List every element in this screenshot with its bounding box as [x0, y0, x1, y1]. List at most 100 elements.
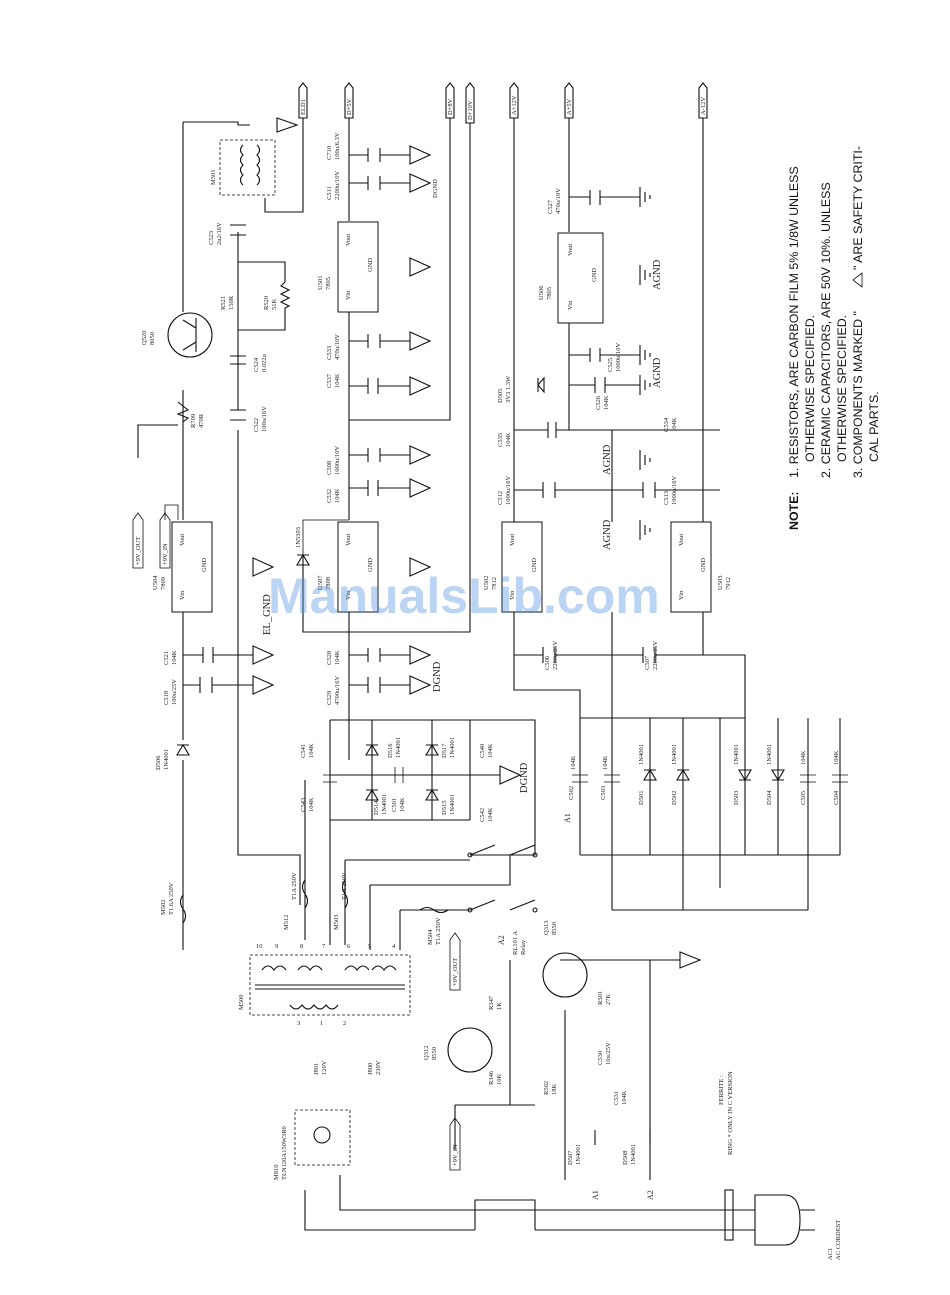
d506-ref: D506 — [155, 755, 162, 770]
pin-1: 1 — [320, 1020, 323, 1027]
port-d8v-label: D+8V — [447, 98, 454, 115]
note-3c: CAL PARTS. — [867, 391, 881, 462]
port-a12v: A+12V — [509, 82, 519, 119]
u506-ref: U506 — [538, 285, 545, 300]
note-3b: " ARE SAFETY CRITI- — [851, 146, 865, 270]
r709-val: 470R — [198, 413, 205, 428]
r346-val: 10K — [496, 1074, 503, 1086]
u503-part: 7912 — [725, 577, 732, 590]
m810-ref: M810 — [273, 1164, 280, 1180]
watermark: ManualsLib.com — [268, 568, 660, 624]
pin-8: 8 — [300, 943, 303, 950]
c531-ref: C531 — [613, 1091, 620, 1105]
port-d10v: D+10V — [465, 82, 475, 124]
d503-ref: D503 — [733, 791, 740, 805]
port-d10v-label: D+10V — [467, 100, 474, 120]
regulator-u502: U502 7812 Vin Vout GND — [483, 521, 543, 613]
regulator-u501: U501 7805 Vin Vout GND — [317, 221, 379, 313]
c528-val: 104K — [334, 650, 341, 665]
m500-ref: M500 — [238, 994, 245, 1010]
c540-ref: C540 — [479, 744, 486, 758]
c524-ref: C524 — [253, 357, 260, 372]
c542-ref: C542 — [479, 808, 486, 822]
wiring — [137, 118, 841, 1231]
d514-val: 1N4001 — [381, 794, 388, 815]
tag-p9v-out2: +9V_OUT — [449, 932, 461, 991]
regulator-u507: U507 7808 Vin Vout GND — [317, 521, 379, 613]
c534-ref: C534 — [663, 417, 670, 432]
c507-ref: C507 — [644, 655, 651, 670]
c513-ref: C513 — [663, 491, 670, 505]
agnd-top-label: AGND — [652, 259, 663, 290]
pin-9: 9 — [275, 943, 278, 950]
d505-val: 3V3 1.3W — [505, 375, 512, 403]
pin-7: 7 — [322, 943, 326, 950]
tag-p9v-in: +9V_IN — [159, 512, 171, 569]
ground-symbols — [252, 117, 702, 969]
c503-ref: C503 — [600, 786, 607, 800]
u504-part: 7809 — [160, 577, 167, 590]
m810-val: TLN120A150W3R0 — [281, 1126, 288, 1180]
c501-val: 104K — [399, 797, 406, 812]
c541-ref: C541 — [300, 744, 307, 758]
regulator-u504: U504 7809 Vin Vout GND — [152, 521, 213, 613]
regulator-u503: U503 7912 Vin Vout GND — [670, 521, 732, 613]
c504-val: 104K — [833, 750, 840, 765]
m504-val: T1A 250V — [435, 917, 442, 945]
d504-ref: D504 — [766, 790, 773, 805]
c505-val: 104K — [800, 750, 807, 765]
u502-vin: Vin — [509, 590, 516, 600]
c537-ref: C537 — [326, 373, 333, 388]
note-1a: 1. RESISTORS, ARE CARBON FILM 5% 1/8W UN… — [787, 166, 801, 478]
c537-val: 104K — [334, 373, 341, 388]
safety-warning-icon — [852, 272, 863, 288]
c526-val: 104K — [603, 395, 610, 410]
node-a1b: A1 — [591, 1190, 600, 1200]
c526-ref: C526 — [595, 395, 602, 410]
c540-val: 104K — [487, 743, 494, 758]
u506-part: 7805 — [546, 287, 553, 300]
c532-val: 104K — [334, 488, 341, 503]
c522-val: 100u/16V — [261, 406, 268, 432]
agnd-low-label: AGND — [602, 444, 613, 475]
dgnd-small-label: DGND — [432, 179, 439, 198]
rl101-val: Relay — [520, 939, 527, 955]
c530-ref: C530 — [597, 1051, 604, 1065]
dgnd-lower-label: DGND — [519, 762, 530, 793]
c504-ref: C504 — [833, 790, 840, 805]
el-gnd-label: EL_GND — [262, 594, 273, 635]
u504-vout: Vout — [179, 534, 186, 546]
u504-vin: Vin — [179, 590, 186, 600]
c525-val: 1000u/10V — [615, 342, 622, 372]
note-2a: 2. CERAMIC CAPACITORS, ARE 50V 10%. UNLE… — [819, 182, 833, 478]
j800-ref: J800 — [367, 1063, 374, 1075]
u502-vout: Vout — [509, 534, 516, 546]
u503-ref: U503 — [717, 576, 724, 590]
output-ports: ELD1 D+5V D+8V D+10V A+12V A+5V A-12V — [298, 82, 708, 124]
c710-ref: C710 — [326, 146, 333, 160]
p9v-out-label: +9V_OUT — [135, 537, 142, 565]
u507-ref: U507 — [317, 575, 324, 590]
c512-val: 1000u/16V — [505, 475, 512, 505]
m501-ref: M501 — [210, 169, 217, 185]
port-d8v: D+8V — [445, 82, 455, 119]
c524-val: 0.022u — [261, 353, 268, 372]
r346-ref: R346 — [488, 1070, 495, 1085]
r347-ref: R347 — [488, 995, 495, 1010]
note-heading: NOTE: — [787, 491, 801, 530]
d501-val: 1N4001 — [638, 744, 645, 765]
c527-ref: C527 — [547, 199, 554, 214]
r521-val: 150R — [228, 295, 235, 310]
node-a2b: A2 — [646, 1190, 655, 1200]
p9v-in2-label: +9V_IN — [452, 1144, 459, 1166]
c523-val: 2u2/16V — [216, 222, 223, 245]
ac1-val: AC CORDEST — [835, 1220, 842, 1260]
r520-val: 51K — [271, 299, 278, 311]
c531-val: 104K — [621, 1090, 628, 1105]
j800-val: 230V — [375, 1060, 382, 1075]
d515-val: 1N4001 — [449, 794, 456, 815]
d503-val: 1N4001 — [733, 744, 740, 765]
note-1b: OTHERWISE SPECIFIED. — [803, 315, 817, 462]
c525-ref: C525 — [607, 358, 614, 372]
m512-val: T1A 250V — [291, 872, 298, 900]
